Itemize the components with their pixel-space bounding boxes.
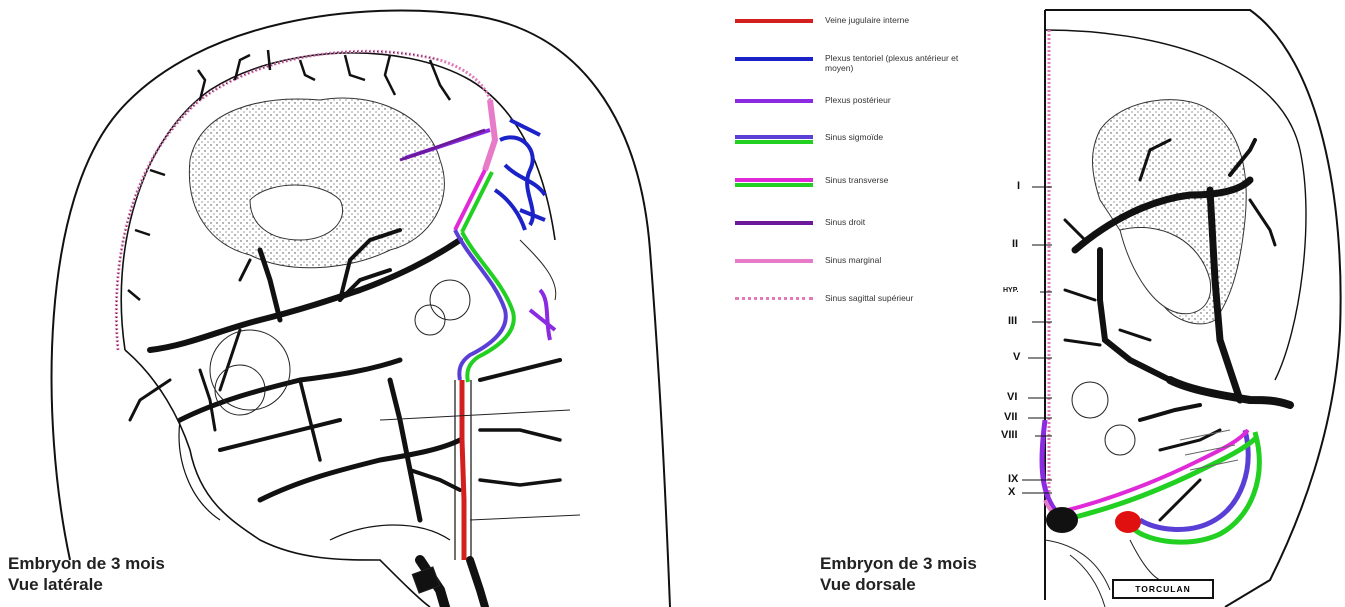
outline-details-lateral (210, 240, 580, 593)
legend-label: Veine jugulaire interne (825, 15, 985, 25)
caption-dorsal-line1: Embryon de 3 mois (820, 553, 977, 574)
legend-label: Plexus postérieur (825, 95, 985, 105)
legend-label: Sinus marginal (825, 255, 985, 265)
caption-lateral-line2: Vue latérale (8, 574, 165, 595)
legend-label: Sinus sagittal supérieur (825, 293, 985, 303)
plexus-tentoriel-lateral (495, 120, 545, 230)
dorsal-view (1022, 10, 1341, 607)
torcular-label: TORCULAN (1112, 579, 1214, 599)
caption-lateral-line1: Embryon de 3 mois (8, 553, 165, 574)
legend-swatch (735, 259, 813, 263)
legend-label: Sinus transverse (825, 175, 985, 185)
nerve-label-IX: IX (1008, 473, 1018, 485)
caption-dorsal: Embryon de 3 mois Vue dorsale (820, 553, 977, 595)
legend-swatch (735, 297, 813, 300)
legend-item: Sinus sigmoïde (735, 129, 995, 172)
nerve-label-V: V (1013, 351, 1020, 363)
confluence-black-node (1046, 507, 1078, 533)
nerve-label-VIII: VIII (1001, 429, 1018, 441)
veine-jugulaire-interne-lateral (462, 380, 464, 560)
nerve-label-X: X (1008, 486, 1015, 498)
nerve-label-VII: VII (1004, 411, 1017, 423)
legend-item: Sinus marginal (735, 252, 995, 290)
legend-label: Plexus tentoriel (plexus antérieur et mo… (825, 53, 985, 73)
nerve-label-II: II (1012, 238, 1018, 250)
face-contour (125, 350, 430, 607)
legend-label: Sinus sigmoïde (825, 132, 985, 142)
legend-swatch (735, 19, 813, 23)
plexus-posterieur-dorsal (1042, 420, 1055, 510)
sinus-transverse-lateral-b (462, 172, 492, 232)
jugular-red-node (1115, 511, 1141, 533)
legend-item: Plexus postérieur (735, 92, 995, 129)
legend-label: Sinus droit (825, 217, 985, 227)
nerve-label-III: III (1008, 315, 1017, 327)
sinus-transverse-lateral-a (455, 170, 485, 230)
caption-lateral: Embryon de 3 mois Vue latérale (8, 553, 165, 595)
legend-swatch (735, 135, 813, 144)
legend-item: Sinus droit (735, 214, 995, 252)
legend-item: Sinus sagittal supérieur (735, 290, 995, 320)
legend-item: Sinus transverse (735, 172, 995, 214)
sinus-marginal-lateral (485, 100, 495, 170)
nerve-label-HYP: HYP. (1003, 287, 1018, 294)
nerve-label-I: I (1017, 180, 1020, 192)
legend-swatch (735, 221, 813, 225)
legend-item: Veine jugulaire interne (735, 12, 995, 50)
caption-dorsal-line2: Vue dorsale (820, 574, 977, 595)
legend-item: Plexus tentoriel (plexus antérieur et mo… (735, 50, 995, 92)
nerve-label-VI: VI (1007, 391, 1017, 403)
sinus-transverse-dorsal-a (1060, 430, 1248, 512)
cerebral-hemisphere-stipple (189, 98, 444, 268)
lateral-view (52, 10, 670, 607)
legend-swatch (735, 57, 813, 61)
legend-swatch (735, 178, 813, 187)
legend-swatch (735, 99, 813, 103)
